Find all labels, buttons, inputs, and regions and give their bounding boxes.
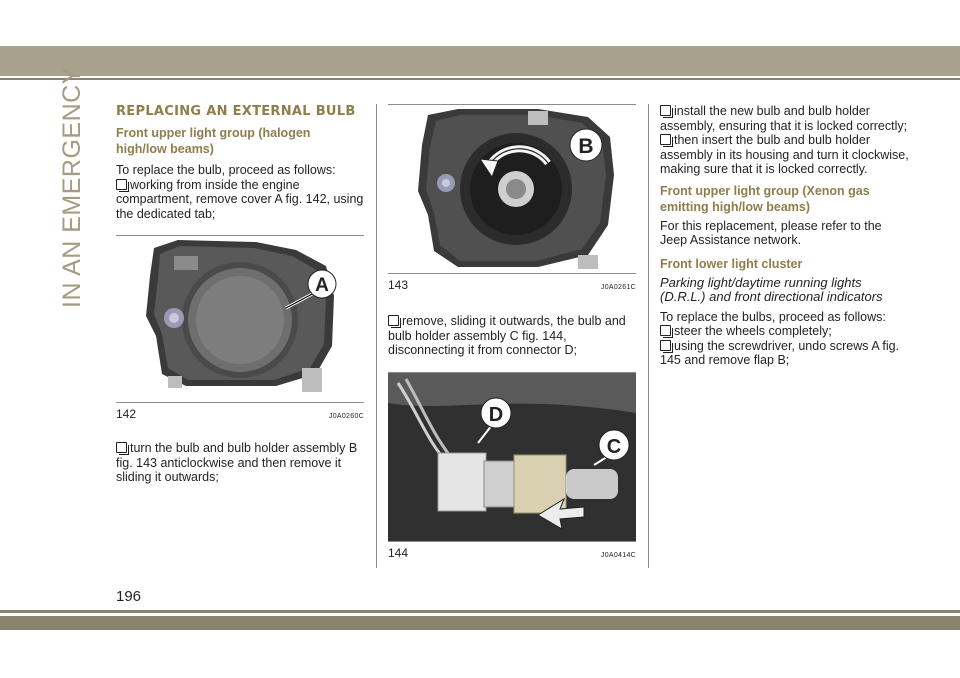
footer-rule <box>0 610 960 613</box>
figure-code: J0A0261C <box>600 284 636 291</box>
bulb-holder-image: B <box>388 105 636 273</box>
column-divider <box>376 104 377 568</box>
bullet-text: then insert the bulb and bulb holder ass… <box>660 133 909 176</box>
bullet-install-bulb: install the new bulb and bulb holder ass… <box>660 104 910 133</box>
figure-144-caption: 144 J0A0414C <box>388 542 636 560</box>
figure-142-caption: 142 J0A0260C <box>116 403 364 421</box>
bullet-steer-wheels: steer the wheels completely; <box>660 324 910 339</box>
figure-number: 143 <box>388 278 409 292</box>
bullet-insert-bulb: then insert the bulb and bulb holder ass… <box>660 133 910 177</box>
header-rule <box>0 78 960 80</box>
xenon-text: For this replacement, please refer to th… <box>660 218 882 248</box>
label-c: C <box>607 436 621 458</box>
label-b: B <box>578 135 593 158</box>
label-d: D <box>489 404 503 426</box>
header-band <box>0 46 960 76</box>
footer-band <box>0 616 960 630</box>
bullet-text: working from inside the engine compartme… <box>116 177 364 221</box>
bullet-text: steer the wheels completely; <box>674 324 832 338</box>
checkbox-bullet-icon <box>660 339 673 353</box>
subhead-halogen: Front upper light group (halogen high/lo… <box>116 126 311 156</box>
figure-number: 144 <box>388 545 409 560</box>
headlight-cover-image: A <box>116 236 364 402</box>
figure-144: D C <box>388 371 636 542</box>
bullet-text: remove, sliding it outwards, the bulb an… <box>388 314 626 357</box>
column-divider <box>648 104 649 568</box>
bullet-remove-bulb: remove, sliding it outwards, the bulb an… <box>388 314 636 358</box>
bullet-text: turn the bulb and bulb holder assembly B… <box>116 441 358 484</box>
bullet-text: using the screwdriver, undo screws A fig… <box>660 338 900 368</box>
column-1: REPLACING AN EXTERNAL BULB Front upper l… <box>116 104 364 485</box>
figure-code: J0A0414C <box>600 551 636 559</box>
chapter-title: IN AN EMERGENCY <box>58 67 86 308</box>
column-3: install the new bulb and bulb holder ass… <box>660 104 910 368</box>
intro-text-2: To replace the bulbs, proceed as follows… <box>660 309 886 324</box>
figure-number: 142 <box>116 407 137 421</box>
bullet-undo-screws: using the screwdriver, undo screws A fig… <box>660 339 910 368</box>
subhead-lower-cluster: Front lower light cluster <box>660 256 803 271</box>
label-a: A <box>315 275 329 296</box>
subhead-xenon: Front upper light group (Xenon gas emitt… <box>660 183 870 214</box>
checkbox-bullet-icon <box>116 442 129 455</box>
subhead-parking-lights: Parking light/daytime running lights (D.… <box>660 274 883 304</box>
figure-code: J0A0260C <box>328 413 364 420</box>
checkbox-bullet-icon <box>660 134 673 147</box>
page-number: 196 <box>116 588 142 605</box>
bullet-remove-cover: working from inside the engine compartme… <box>116 178 364 222</box>
figure-142: A <box>116 235 364 403</box>
bullet-turn-bulb: turn the bulb and bulb holder assembly B… <box>116 441 364 485</box>
intro-text: To replace the bulb, proceed as follows: <box>116 163 336 177</box>
figure-143-caption: 143 J0A0261C <box>388 274 636 292</box>
checkbox-bullet-icon <box>388 315 401 328</box>
column-2: B 143 J0A0261C remove, sliding it outwar… <box>388 104 636 560</box>
bullet-text: install the new bulb and bulb holder ass… <box>660 104 908 133</box>
checkbox-bullet-icon <box>660 105 673 118</box>
checkbox-bullet-icon <box>660 325 673 338</box>
section-title: REPLACING AN EXTERNAL BULB <box>116 104 356 119</box>
checkbox-bullet-icon <box>116 178 129 192</box>
bulb-connector-image: D C <box>388 372 636 541</box>
figure-143: B <box>388 104 636 274</box>
